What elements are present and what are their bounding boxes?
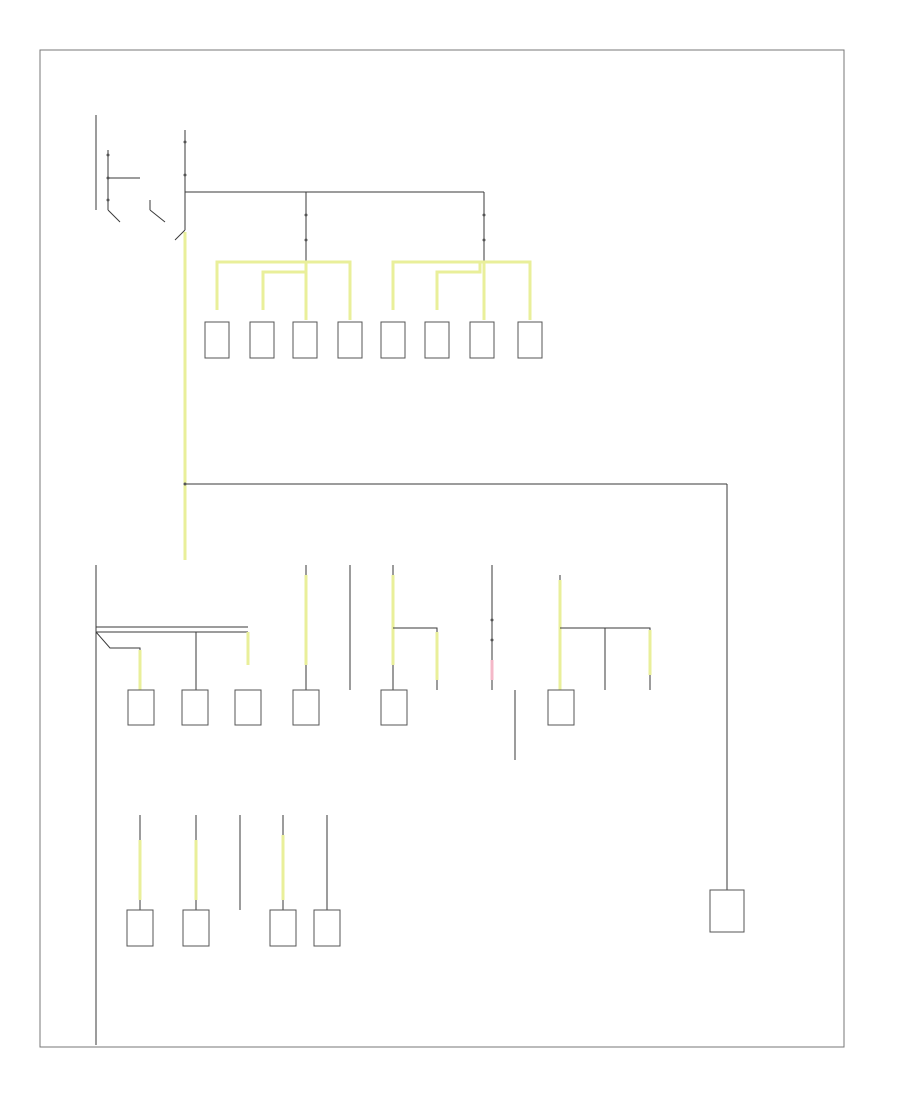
diagram-frame bbox=[39, 49, 845, 1048]
bottom-row bbox=[126, 815, 341, 947]
component-box bbox=[380, 321, 406, 359]
fuse-group-top-left bbox=[95, 115, 166, 223]
component-box bbox=[337, 321, 363, 359]
lower-left-group bbox=[95, 565, 262, 1045]
component-box bbox=[424, 321, 450, 359]
top-bus-left bbox=[215, 192, 352, 320]
component-box bbox=[517, 321, 543, 359]
component-box bbox=[292, 321, 318, 359]
top-components bbox=[204, 321, 543, 359]
middle-columns bbox=[292, 565, 439, 726]
component-box bbox=[709, 889, 745, 933]
component-box bbox=[249, 321, 275, 359]
right-bottom-component bbox=[709, 889, 745, 933]
component-box bbox=[204, 321, 230, 359]
main-feed bbox=[174, 130, 728, 890]
right-middle-group bbox=[490, 565, 652, 760]
component-box bbox=[469, 321, 495, 359]
top-bus-right bbox=[391, 192, 532, 320]
